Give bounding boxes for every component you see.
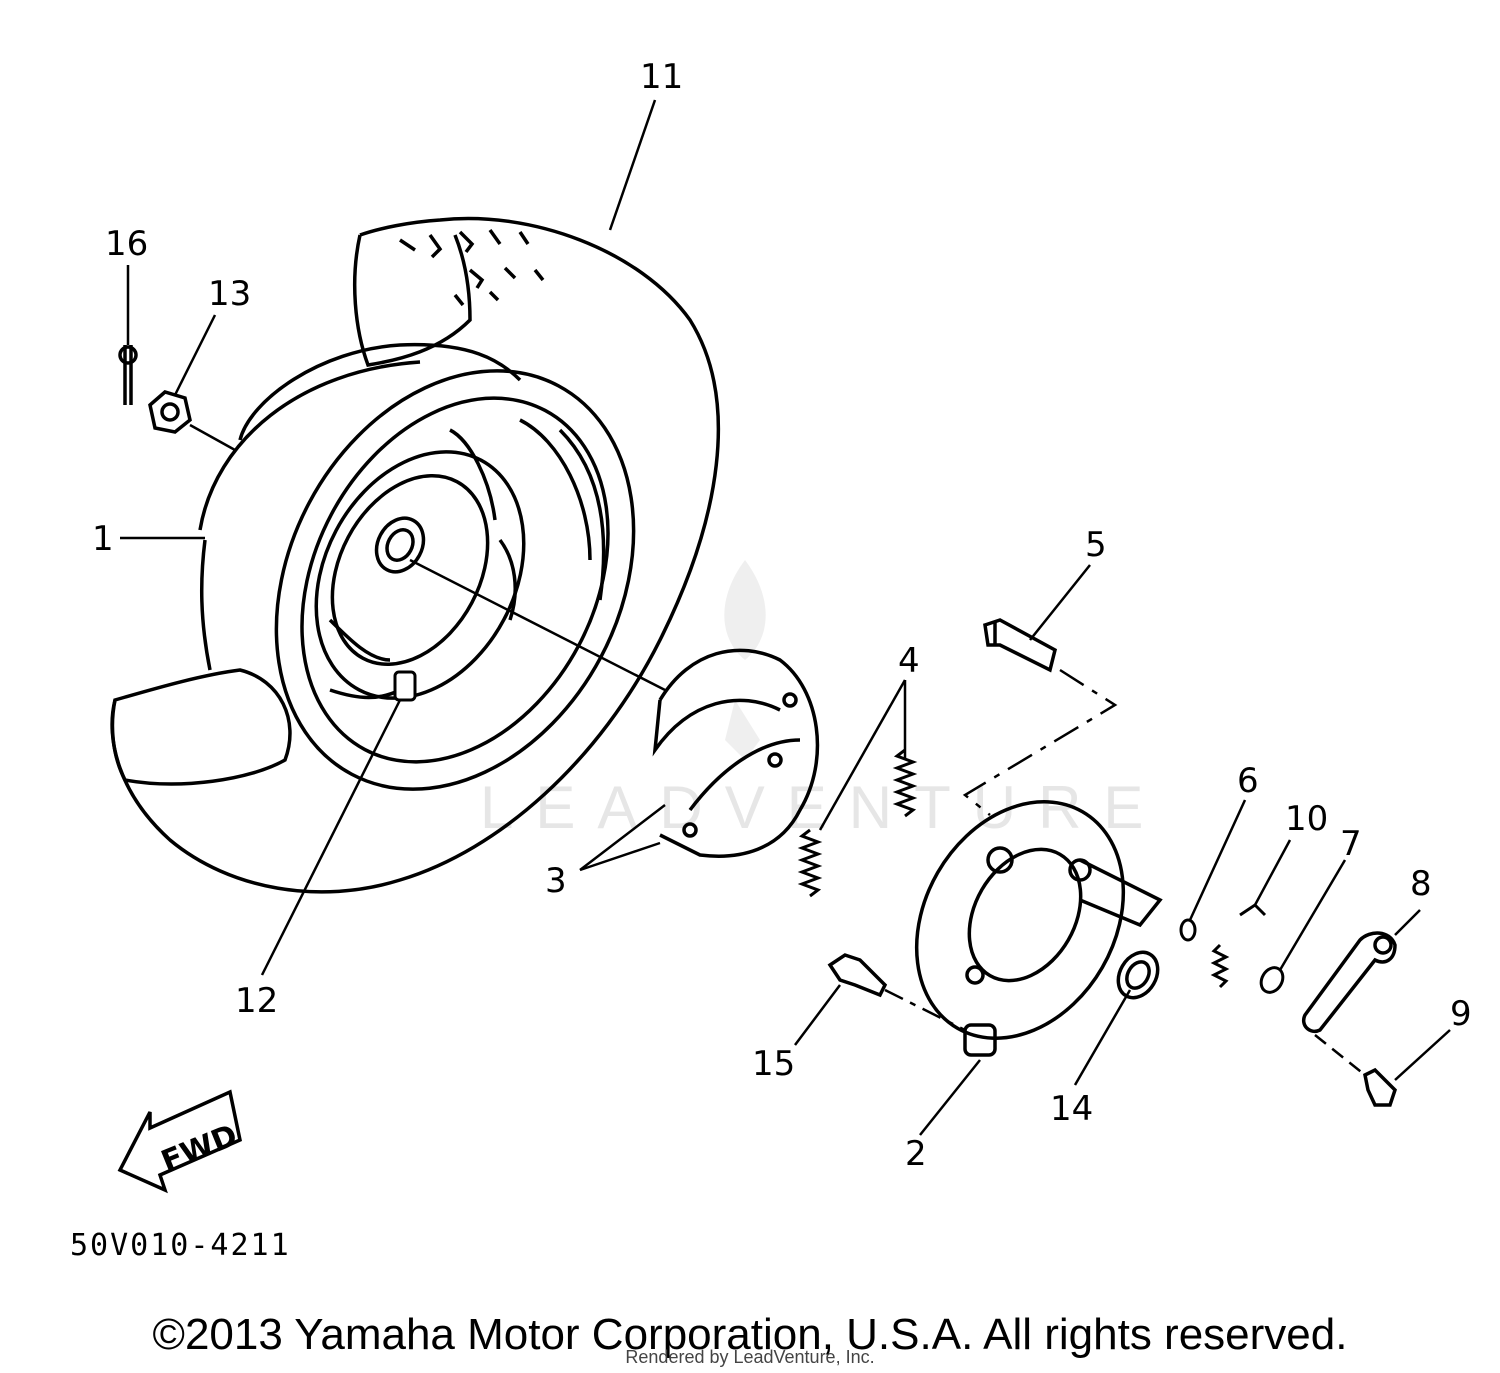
callout-9: 9 — [1450, 994, 1472, 1034]
leader-3b — [579, 804, 666, 871]
leader-13b — [189, 423, 236, 452]
callout-12: 12 — [235, 981, 278, 1021]
leader-6 — [1188, 799, 1247, 921]
leader-12 — [260, 699, 402, 976]
leader-9-dash — [1314, 1034, 1366, 1076]
oil-seal — [1116, 950, 1160, 1000]
leader-13 — [173, 314, 217, 396]
shoe-springs — [797, 748, 918, 898]
brake-lever — [1302, 931, 1397, 1033]
brake-shoes — [652, 648, 820, 858]
brake-shoe-plate — [914, 800, 1163, 1057]
callout-14: 14 — [1050, 1089, 1093, 1129]
callout-2: 2 — [905, 1134, 927, 1174]
bolt-9 — [1363, 1067, 1398, 1107]
callout-10: 10 — [1285, 799, 1328, 839]
tire — [110, 216, 721, 894]
bolt-15 — [827, 953, 888, 998]
leader-2 — [919, 1059, 981, 1136]
valve-stem — [393, 670, 417, 702]
rendered-by-notice: Rendered by LeadVenture, Inc. — [625, 1347, 875, 1367]
leader-11 — [608, 99, 657, 231]
callout-1: 1 — [92, 519, 114, 559]
leader-14 — [1073, 989, 1132, 1086]
leader-4a — [818, 679, 907, 831]
callouts: 11 16 13 1 12 3 4 5 6 10 7 8 9 15 14 2 — [92, 57, 1472, 1174]
callout-16: 16 — [105, 224, 148, 264]
leader-5-dash — [962, 668, 1118, 816]
leader-8 — [1394, 909, 1421, 936]
part-code: 50V010-4211 — [70, 1228, 291, 1263]
cotter-pin — [118, 345, 138, 405]
leadventure-watermark: LEADVENTURE — [480, 560, 1165, 841]
leader-10 — [1253, 839, 1292, 906]
callout-5: 5 — [1085, 525, 1107, 565]
leader-9 — [1394, 1029, 1451, 1081]
leader-7 — [1278, 859, 1347, 971]
copyright-notice: ©2013 Yamaha Motor Corporation, U.S.A. A… — [152, 1310, 1348, 1359]
callout-6: 6 — [1237, 761, 1259, 801]
fwd-arrow: FWD — [117, 1089, 242, 1194]
brake-camshaft — [983, 618, 1058, 673]
leader-15-dash — [884, 988, 966, 1032]
leader-15 — [794, 984, 841, 1046]
axle-nut — [148, 390, 192, 434]
wheel-rim — [274, 369, 636, 791]
callout-7: 7 — [1340, 824, 1362, 864]
leader-3a — [579, 841, 661, 872]
small-parts — [1179, 903, 1285, 994]
callout-8: 8 — [1410, 864, 1432, 904]
leader-5 — [1029, 564, 1091, 641]
leader-hub-shoe — [409, 558, 666, 692]
callout-13: 13 — [208, 274, 251, 314]
watermark-text: LEADVENTURE — [480, 774, 1165, 841]
callout-15: 15 — [752, 1044, 795, 1084]
callout-4: 4 — [898, 641, 920, 681]
callout-3: 3 — [545, 861, 567, 901]
callout-11: 11 — [640, 57, 683, 97]
leader-lines — [120, 99, 1451, 1136]
